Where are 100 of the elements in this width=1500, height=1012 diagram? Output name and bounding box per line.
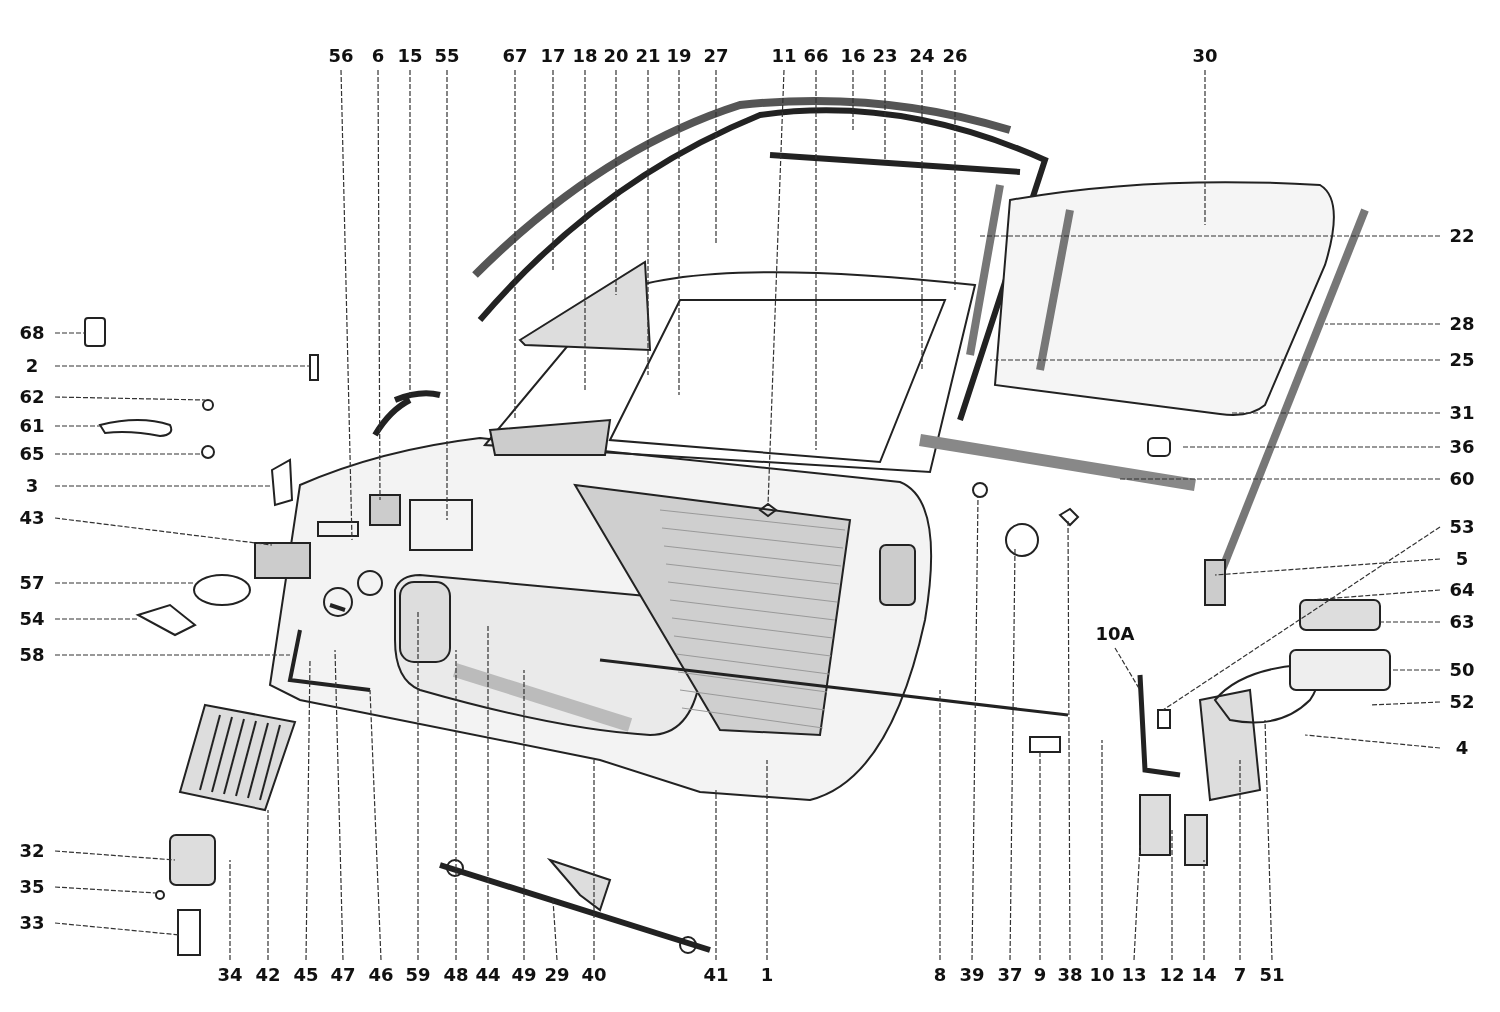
leader-line [1067,519,1071,961]
callout-number: 27 [703,46,729,66]
leader-line [939,689,941,961]
leader-line [1039,751,1041,961]
callout-number: 6 [371,46,385,66]
callout-number: 29 [544,965,570,985]
leader-line [54,425,101,427]
callout-number: 63 [1449,612,1475,632]
leader-line [971,496,979,961]
leader-line [54,850,176,861]
callout-number: 24 [909,46,935,66]
leader-line [54,886,157,894]
leader-line [267,809,269,961]
callout-number: 36 [1449,437,1475,457]
leader-line [989,359,1441,361]
leader-line [305,659,311,961]
leader-line [1203,859,1205,961]
callout-number: 15 [397,46,423,66]
callout-number: 39 [959,965,985,985]
callout-number: 2 [25,356,39,376]
callout-number: 5 [1455,549,1469,569]
callout-number: 8 [933,965,947,985]
leader-line [1181,446,1441,448]
callout-number: 9 [1033,965,1047,985]
leader-line [979,235,1441,237]
callout-number: 58 [19,645,45,665]
callout-number: 66 [803,46,829,66]
callout-number: 23 [872,46,898,66]
leader-line [1162,526,1441,711]
callout-number: 40 [581,965,607,985]
leader-line [1309,589,1441,601]
callout-number: 10 [1089,965,1115,985]
callout-number: 4 [1455,738,1469,758]
callout-number: 52 [1449,692,1475,712]
callout-number: 26 [942,46,968,66]
leader-line [715,789,717,961]
leader-line [54,582,196,584]
callout-number: 37 [997,965,1023,985]
callout-number: 18 [572,46,598,66]
leader-line [455,649,457,961]
callout-number: 33 [19,913,45,933]
callout-number: 25 [1449,350,1475,370]
callout-number: 67 [502,46,528,66]
leader-line [767,69,785,506]
leader-line [1119,478,1441,480]
callout-number: 43 [19,508,45,528]
leader-line [54,365,311,367]
leader-line [1204,69,1206,226]
callout-number: 21 [635,46,661,66]
callout-number: 3 [25,476,39,496]
leader-line [615,69,617,296]
callout-number: 12 [1159,965,1185,985]
callout-number: 31 [1449,403,1475,423]
leader-line [54,654,291,656]
leader-line [409,69,411,396]
leader-line [54,396,206,401]
callout-number: 44 [475,965,501,985]
leader-line [884,69,886,161]
callout-number: 22 [1449,226,1475,246]
callout-number: 14 [1191,965,1217,985]
callout-number: 48 [443,965,469,985]
leader-line [1133,844,1141,961]
callout-number: 11 [771,46,797,66]
leader-line [1171,829,1173,961]
leader-line [54,332,86,334]
callout-number: 30 [1192,46,1218,66]
leader-line [593,759,595,961]
callout-number: 35 [19,877,45,897]
leader-line [1369,701,1441,706]
callout-number: 1 [760,965,774,985]
callout-number: 7 [1233,965,1247,985]
leader-line [523,669,525,961]
callout-number: 34 [217,965,243,985]
leader-line [514,69,516,421]
callout-number: 13 [1121,965,1147,985]
leader-line [852,69,854,131]
leader-line [1239,759,1241,961]
leader-line [584,69,586,391]
callout-number: 38 [1057,965,1083,985]
callout-number: 61 [19,416,45,436]
callout-number: 16 [840,46,866,66]
callout-number: 62 [19,387,45,407]
callout-number: 10A [1095,624,1135,644]
leader-line [1101,739,1103,961]
leader-line [678,69,680,396]
leader-line [954,69,956,291]
callout-number: 57 [19,573,45,593]
leader-line [715,69,717,246]
leader-line [552,69,554,271]
callout-number: 59 [405,965,431,985]
callout-number: 54 [19,609,45,629]
leader-line [446,69,448,521]
callout-number: 42 [255,965,281,985]
leader-line [340,69,353,541]
callout-number: 60 [1449,469,1475,489]
leader-line [766,759,768,961]
callout-number: 32 [19,841,45,861]
leader-line [1214,558,1441,576]
leader-line [334,649,344,961]
callout-number: 51 [1259,965,1285,985]
